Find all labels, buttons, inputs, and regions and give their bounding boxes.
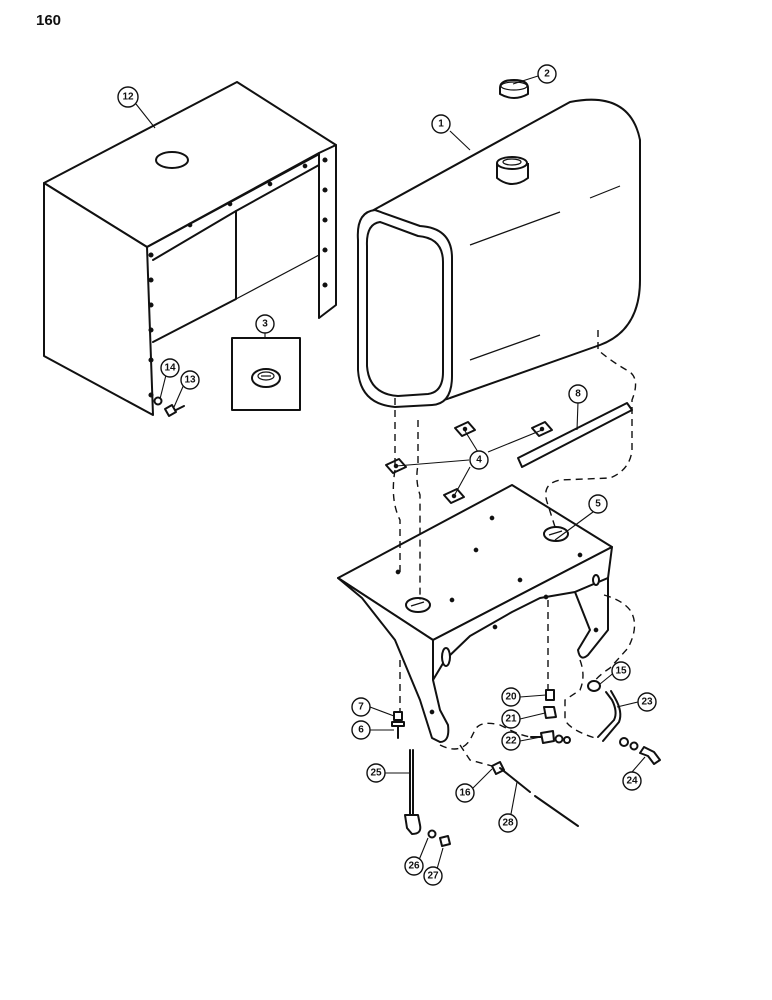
fuel-gauge-inset (231, 337, 301, 411)
fittings-26-27 (427, 829, 451, 847)
hold-down-strap (517, 402, 633, 468)
tank-support-bracket (337, 484, 613, 743)
callout-4: 4 (469, 450, 489, 470)
page-number: 160 (36, 12, 62, 29)
callout-15: 15 (611, 661, 631, 681)
svg-text:26: 26 (408, 861, 420, 872)
callout-23: 23 (637, 692, 657, 712)
svg-text:21: 21 (505, 714, 517, 725)
callout-5: 5 (588, 494, 608, 514)
svg-text:25: 25 (370, 768, 382, 779)
hose-and-fittings (491, 680, 661, 827)
callout-1: 1 (431, 114, 451, 134)
svg-text:5: 5 (595, 499, 601, 510)
svg-text:28: 28 (502, 818, 514, 829)
callout-21: 21 (501, 709, 521, 729)
tank-shield (43, 81, 337, 416)
callout-12: 12 (117, 86, 139, 108)
callout-14: 14 (160, 358, 180, 378)
svg-text:13: 13 (184, 375, 196, 386)
svg-text:8: 8 (575, 389, 581, 400)
svg-text:24: 24 (626, 776, 638, 787)
leader-lines (135, 75, 646, 870)
callout-16: 16 (455, 783, 475, 803)
callout-6: 6 (351, 720, 371, 740)
callout-20: 20 (501, 687, 521, 707)
svg-text:7: 7 (358, 702, 364, 713)
callout-27: 27 (423, 866, 443, 886)
svg-text:12: 12 (122, 92, 134, 103)
dashed-routing-lines (392, 330, 637, 767)
svg-text:3: 3 (262, 319, 268, 330)
svg-text:20: 20 (505, 692, 517, 703)
callout-8: 8 (568, 384, 588, 404)
callout-22: 22 (501, 731, 521, 751)
callout-24: 24 (622, 771, 642, 791)
svg-text:2: 2 (544, 69, 550, 80)
callout-3: 3 (255, 314, 275, 334)
svg-text:1: 1 (438, 119, 444, 130)
fuel-cap (499, 79, 529, 99)
fuel-line-25 (404, 749, 422, 835)
callout-7: 7 (351, 697, 371, 717)
callout-28: 28 (498, 813, 518, 833)
svg-text:14: 14 (164, 363, 176, 374)
svg-text:22: 22 (505, 736, 517, 747)
svg-text:23: 23 (641, 697, 653, 708)
svg-text:15: 15 (615, 666, 627, 677)
svg-text:6: 6 (358, 725, 364, 736)
bracket-bolt (391, 711, 405, 739)
bolt-and-washer (153, 396, 185, 417)
callout-2: 2 (537, 64, 557, 84)
callout-26: 26 (404, 856, 424, 876)
callout-25: 25 (366, 763, 386, 783)
svg-text:4: 4 (476, 455, 482, 466)
fuel-tank (356, 98, 641, 408)
callout-13: 13 (180, 370, 200, 390)
svg-text:16: 16 (459, 788, 471, 799)
fittings-20-21-22 (530, 689, 571, 744)
svg-text:27: 27 (427, 871, 439, 882)
